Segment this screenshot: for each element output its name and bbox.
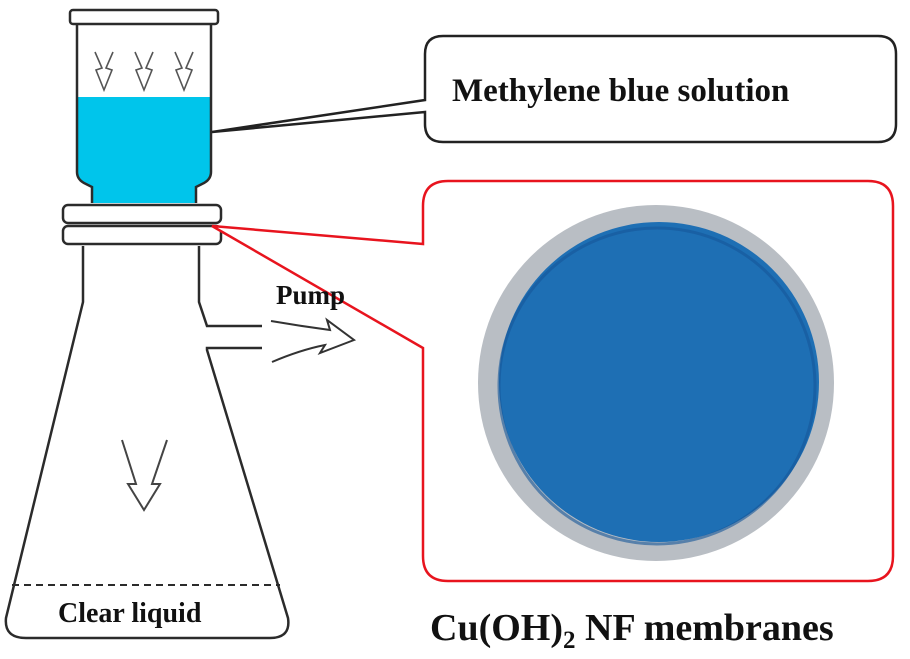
flow-arrow-icon	[94, 51, 114, 93]
flow-arrow-icon	[134, 51, 154, 93]
membrane-label: Cu(OH)2 NF membranes	[430, 607, 834, 654]
pump-arrow-icon	[270, 317, 357, 363]
pump-label: Pump	[276, 280, 345, 310]
clamp-ring-bottom	[61, 224, 223, 246]
solution-callout-bubble	[211, 34, 898, 144]
flask	[4, 246, 290, 640]
membrane-label-rest: NF membranes	[576, 607, 834, 649]
clear-liquid-label: Clear liquid	[58, 598, 202, 629]
clamp-ring-top	[61, 203, 223, 225]
membrane-disc	[499, 222, 819, 542]
filter-funnel	[68, 8, 220, 203]
funnel-lip	[68, 8, 220, 26]
flow-arrow-icon	[174, 51, 194, 93]
flask-body	[4, 246, 290, 640]
funnel-body	[75, 24, 213, 203]
solution-label: Methylene blue solution	[452, 73, 789, 109]
membrane-label-subscript: 2	[563, 627, 576, 654]
solution-callout	[211, 34, 898, 144]
membrane-callout	[211, 179, 895, 583]
methylene-blue-solution	[77, 97, 211, 203]
membrane-label-main: Cu(OH)	[430, 607, 563, 649]
flow-arrow-icon	[121, 439, 168, 512]
membrane-shadow	[497, 226, 817, 546]
